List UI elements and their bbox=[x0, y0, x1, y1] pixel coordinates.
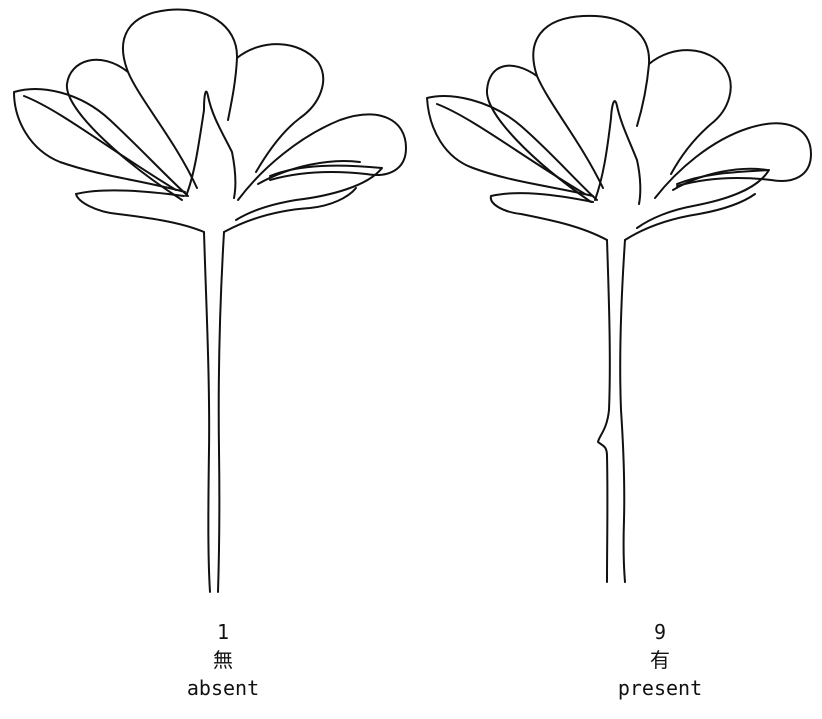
petal-back-right bbox=[649, 50, 731, 174]
state-label-native: 無 bbox=[143, 646, 303, 674]
petal-right bbox=[238, 115, 406, 200]
sepal-center bbox=[595, 101, 640, 204]
panel-present: 9 有 present bbox=[411, 0, 822, 719]
state-code: 9 bbox=[580, 618, 740, 646]
sepal-left bbox=[76, 190, 204, 232]
caption-absent: 1 無 absent bbox=[143, 618, 303, 702]
petal-top bbox=[533, 16, 649, 188]
state-label-english: present bbox=[580, 674, 740, 702]
state-label-english: absent bbox=[143, 674, 303, 702]
stem-left-edge bbox=[598, 240, 610, 582]
petal-left-vein bbox=[24, 96, 176, 190]
petal-back-left bbox=[487, 66, 591, 202]
state-code: 1 bbox=[143, 618, 303, 646]
caption-present: 9 有 present bbox=[580, 618, 740, 702]
petal-top bbox=[123, 9, 237, 188]
state-label-native: 有 bbox=[580, 646, 740, 674]
flower-drawing-present bbox=[411, 0, 822, 600]
sepal-right bbox=[224, 188, 356, 232]
sepal-right bbox=[625, 194, 755, 240]
stem-left-edge bbox=[204, 232, 210, 592]
panel-absent: 1 無 absent bbox=[0, 0, 411, 719]
stem-right-edge bbox=[620, 240, 625, 582]
flower-drawing-absent bbox=[0, 0, 411, 600]
petal-back-right bbox=[237, 44, 323, 172]
stem-right-edge bbox=[218, 232, 224, 592]
